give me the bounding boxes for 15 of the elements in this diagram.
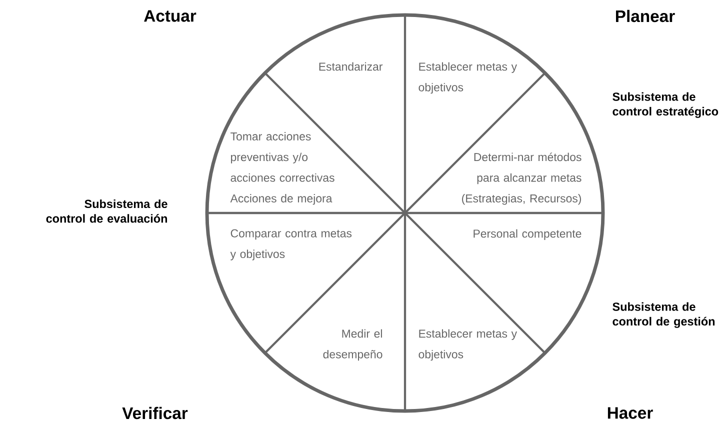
sector-label: Personal competente: [474, 229, 582, 240]
sector-label: Determi-nar métodos para alcanzar metas (Estrategias, Recursos): [462, 152, 582, 205]
subsystem-label: Subsistema de control de gestión: [612, 302, 715, 328]
sector-label: Establecer metas y objetivos: [418, 329, 518, 361]
sector-label: Establecer metas y objetivos: [418, 62, 518, 94]
phase-title: Actuar: [144, 10, 196, 22]
sector-label: Estandarizar: [319, 62, 383, 71]
subsystem-label: Subsistema de control de evaluación: [46, 199, 168, 223]
sector-label: Comparar contra metas y objetivos: [230, 229, 352, 260]
subsystem-label: Subsistema de control estratégico: [612, 92, 718, 118]
phase-title: Verificar: [122, 406, 188, 420]
sector-label: Medir el desempeño: [323, 329, 382, 361]
phase-title: Planear: [616, 10, 675, 22]
sector-label: Tomar acciones preventivas y/o acciones correctivas Acciones de mejora: [230, 132, 334, 205]
phase-title: Hacer: [608, 407, 653, 419]
